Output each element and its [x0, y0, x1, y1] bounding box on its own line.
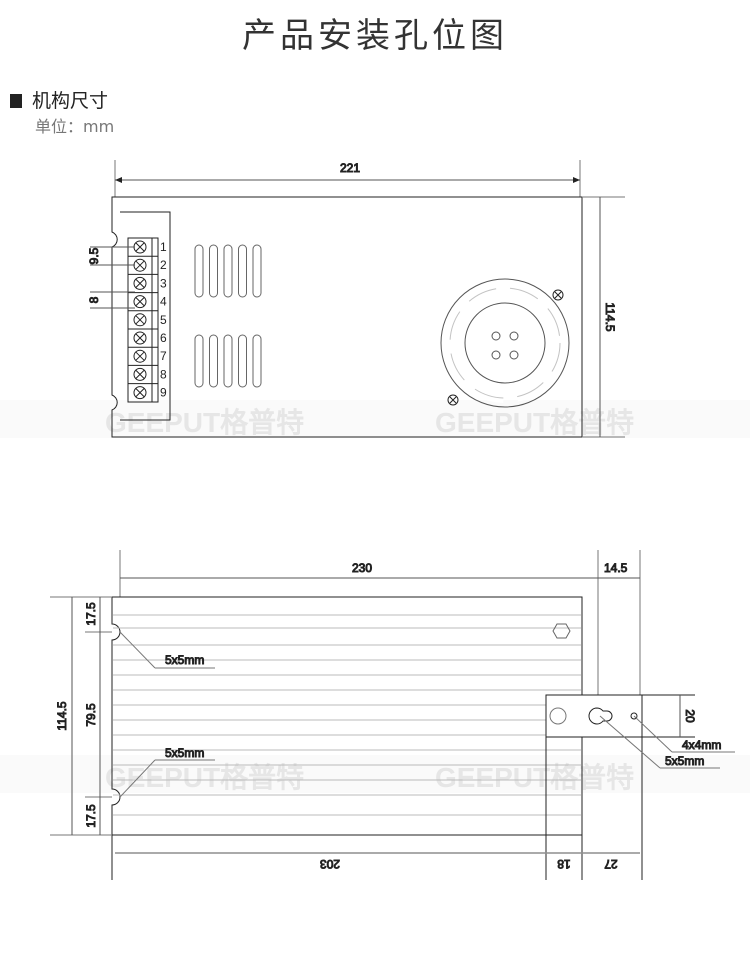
- watermark: GEEPUT格普特: [435, 407, 634, 438]
- vent-slot: [223, 334, 233, 388]
- screw-icon: [552, 289, 564, 301]
- unit-label: 单位：mm: [35, 117, 115, 136]
- terminal-number: 7: [160, 349, 167, 363]
- vent-slot: [194, 334, 204, 388]
- terminal-number: 2: [160, 258, 167, 272]
- label-keyhole: 5x5mm: [665, 754, 704, 768]
- dim-bracket-height: 20: [683, 709, 697, 723]
- dim-middle: 79.5: [84, 703, 98, 727]
- vent-slot: [194, 244, 204, 298]
- dim-gap: 8: [87, 296, 101, 303]
- terminal-number: 8: [160, 367, 167, 381]
- screw-icon: [447, 394, 459, 406]
- dim-height: 114.5: [55, 701, 69, 730]
- watermark: GEEPUT格普特: [435, 762, 634, 793]
- dim-203: 203: [320, 857, 340, 871]
- dim-edge-top: 17.5: [84, 602, 98, 626]
- vent-slot: [209, 334, 218, 388]
- terminal-number: 5: [160, 313, 167, 327]
- fan-grille: [440, 278, 570, 408]
- watermark: GEEPUT格普特: [105, 407, 304, 438]
- terminal-number: 9: [160, 386, 167, 400]
- dim-bracket-offset: 14.5: [604, 561, 628, 575]
- terminal-number: 4: [160, 295, 167, 309]
- bottom-view: 230 14.5 20 203 18 27 5x5mm 4x4mm 114.5 …: [50, 550, 735, 880]
- label-hole-bottom: 5x5mm: [165, 746, 204, 760]
- section-heading: 机构尺寸: [10, 86, 108, 113]
- watermarks: GEEPUT格普特 GEEPUT格普特 GEEPUT格普特 GEEPUT格普特: [0, 400, 750, 793]
- vent-slot: [238, 334, 247, 388]
- vent-slot: [252, 334, 262, 388]
- terminal-screw-icon: [133, 295, 147, 309]
- terminal-screw-icon: [133, 258, 147, 272]
- watermark: GEEPUT格普特: [105, 762, 304, 793]
- vent-slot: [209, 244, 218, 298]
- top-view: 221 114.5 1 2 3 4 5 6 7 8 9 9.5 8: [87, 160, 625, 438]
- terminal-screw-icon: [133, 386, 147, 400]
- terminal-number: 6: [160, 331, 167, 345]
- terminal-number: 3: [160, 276, 167, 290]
- dim-18: 18: [557, 857, 571, 871]
- terminal-screw-icon: [133, 313, 147, 327]
- terminal-screw-icon: [133, 349, 147, 363]
- dim-pitch: 9.5: [87, 247, 101, 264]
- dim-length: 230: [352, 561, 372, 575]
- terminal-screw-icon: [133, 240, 147, 254]
- section-title: 机构尺寸: [32, 90, 109, 112]
- dim-width: 221: [340, 161, 360, 175]
- vent-slot: [238, 244, 247, 298]
- label-hole-top: 5x5mm: [165, 653, 204, 667]
- label-small-hole: 4x4mm: [682, 738, 721, 752]
- terminal-number: 1: [160, 240, 167, 254]
- vent-slot: [252, 244, 262, 298]
- terminal-screw-icon: [133, 367, 147, 381]
- dim-27: 27: [604, 857, 618, 871]
- page-title: 产品安装孔位图: [242, 16, 508, 56]
- dim-edge-bottom: 17.5: [84, 804, 98, 828]
- terminal-screw-icon: [133, 331, 147, 345]
- dim-height: 114.5: [603, 302, 617, 331]
- terminal-screw-icon: [133, 276, 147, 290]
- vent-slot: [223, 244, 233, 298]
